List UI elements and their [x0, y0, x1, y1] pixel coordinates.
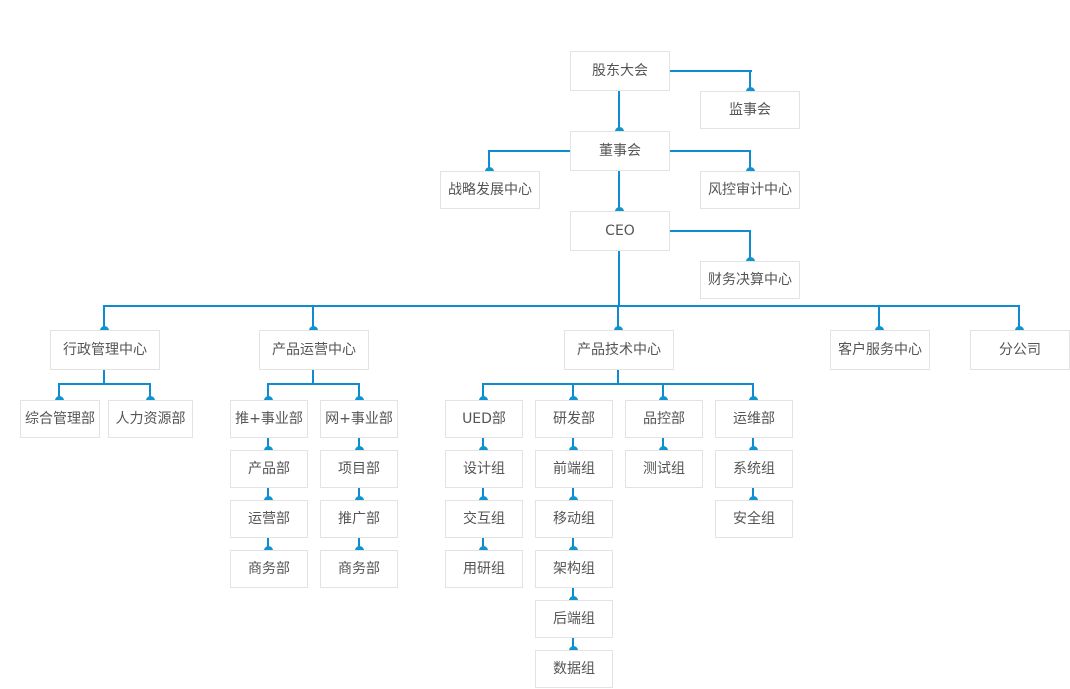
admin-stem — [103, 370, 105, 385]
ceo-children-bus — [104, 305, 1020, 307]
org-node-n43[interactable]: 运维部 — [715, 400, 793, 438]
org-node-n06[interactable]: CEO — [570, 211, 670, 251]
drop-tech — [617, 305, 619, 334]
org-node-n50[interactable]: 客户服务中心 — [830, 330, 930, 370]
tech-stem — [617, 370, 619, 385]
drop-admin — [103, 305, 105, 334]
org-node-n40[interactable]: 数据组 — [535, 650, 613, 688]
supervisor-drop — [749, 70, 751, 96]
drop-general-mgmt — [58, 383, 60, 404]
org-node-n03[interactable]: 董事会 — [570, 131, 670, 171]
drop-service — [878, 305, 880, 334]
board-to-strategy-h — [489, 150, 571, 152]
org-node-n37[interactable]: 移动组 — [535, 500, 613, 538]
drop-qa — [662, 383, 664, 404]
org-node-n42[interactable]: 测试组 — [625, 450, 703, 488]
org-node-n05[interactable]: 风控审计中心 — [700, 171, 800, 209]
org-node-n20[interactable]: 产品运营中心 — [259, 330, 369, 370]
risk-drop — [749, 150, 751, 176]
org-node-n11[interactable]: 综合管理部 — [20, 400, 100, 438]
finance-drop — [749, 230, 751, 266]
org-node-n02[interactable]: 监事会 — [700, 91, 800, 129]
board-to-risk-h — [670, 150, 751, 152]
org-node-n25[interactable]: 网+事业部 — [320, 400, 398, 438]
drop-product-ops — [312, 305, 314, 334]
org-node-n24[interactable]: 商务部 — [230, 550, 308, 588]
org-node-n32[interactable]: 设计组 — [445, 450, 523, 488]
org-node-n04[interactable]: 战略发展中心 — [440, 171, 540, 209]
ceo-down-to-bus — [618, 251, 620, 307]
org-node-n28[interactable]: 商务部 — [320, 550, 398, 588]
drop-rd — [572, 383, 574, 404]
org-node-n01[interactable]: 股东大会 — [570, 51, 670, 91]
org-node-n27[interactable]: 推广部 — [320, 500, 398, 538]
org-node-n60[interactable]: 分公司 — [970, 330, 1070, 370]
org-node-n44[interactable]: 系统组 — [715, 450, 793, 488]
org-node-n45[interactable]: 安全组 — [715, 500, 793, 538]
org-node-n21[interactable]: 推+事业部 — [230, 400, 308, 438]
board-to-ceo — [618, 171, 620, 215]
org-node-n34[interactable]: 用研组 — [445, 550, 523, 588]
org-node-n41[interactable]: 品控部 — [625, 400, 703, 438]
org-node-n26[interactable]: 项目部 — [320, 450, 398, 488]
ceo-to-finance-h — [670, 230, 751, 232]
strategy-drop — [488, 150, 490, 176]
drop-hr — [149, 383, 151, 404]
shareholder-to-board — [618, 91, 620, 135]
org-node-n33[interactable]: 交互组 — [445, 500, 523, 538]
product-ops-stem — [312, 370, 314, 385]
org-node-n10[interactable]: 行政管理中心 — [50, 330, 160, 370]
admin-children-bus — [59, 383, 151, 385]
org-node-n31[interactable]: UED部 — [445, 400, 523, 438]
org-node-n07[interactable]: 财务决算中心 — [700, 261, 800, 299]
drop-ued — [482, 383, 484, 404]
org-node-n35[interactable]: 研发部 — [535, 400, 613, 438]
org-node-n38[interactable]: 架构组 — [535, 550, 613, 588]
org-node-n36[interactable]: 前端组 — [535, 450, 613, 488]
drop-tui-bu — [267, 383, 269, 404]
org-node-n23[interactable]: 运营部 — [230, 500, 308, 538]
drop-ops — [752, 383, 754, 404]
org-node-n39[interactable]: 后端组 — [535, 600, 613, 638]
org-node-n30[interactable]: 产品技术中心 — [564, 330, 674, 370]
org-node-n22[interactable]: 产品部 — [230, 450, 308, 488]
shareholder-to-supervisor-h — [670, 70, 752, 72]
drop-wang-bu — [358, 383, 360, 404]
org-node-n12[interactable]: 人力资源部 — [108, 400, 193, 438]
drop-branch — [1018, 305, 1020, 334]
